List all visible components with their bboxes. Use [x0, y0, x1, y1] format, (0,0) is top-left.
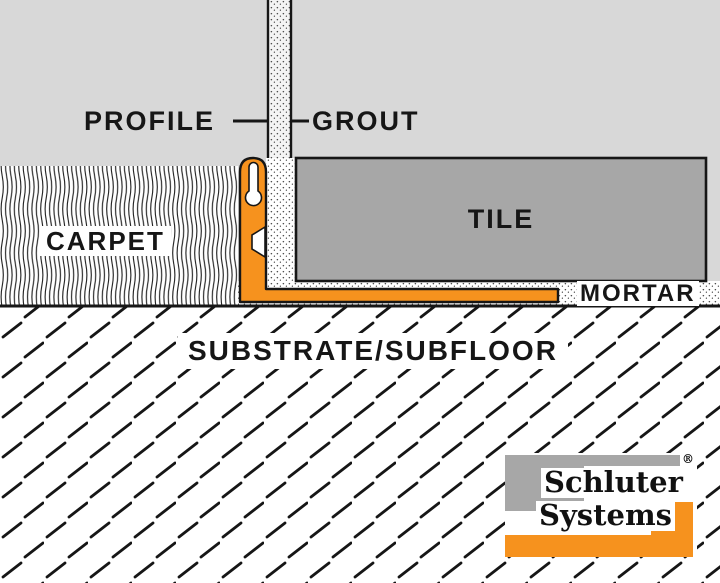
substrate-label: SUBSTRATE/SUBFLOOR	[178, 333, 568, 369]
logo-gray-bar-shape	[584, 455, 680, 466]
carpet-label: CARPET	[40, 226, 171, 256]
logo-wordmark-line2: Systems	[536, 500, 675, 531]
tile-shape	[294, 156, 708, 283]
grout-stipple	[266, 158, 296, 281]
schluter-systems-logo: ® Schluter Systems	[505, 453, 697, 557]
registered-trademark-icon: ®	[682, 452, 694, 466]
profile-keyhole-detail	[244, 161, 263, 207]
mortar-label: MORTAR	[577, 281, 699, 306]
profile-label: PROFILE	[84, 106, 216, 136]
joint-strip-stipple	[269, 0, 290, 158]
tile-label: TILE	[467, 204, 535, 234]
profile-shape	[238, 156, 560, 304]
profile-notch-detail	[251, 225, 266, 259]
logo-orange-bar-shape	[505, 535, 693, 557]
grout-label: GROUT	[312, 106, 420, 136]
logo-wordmark-line1: Schluter	[541, 467, 686, 498]
